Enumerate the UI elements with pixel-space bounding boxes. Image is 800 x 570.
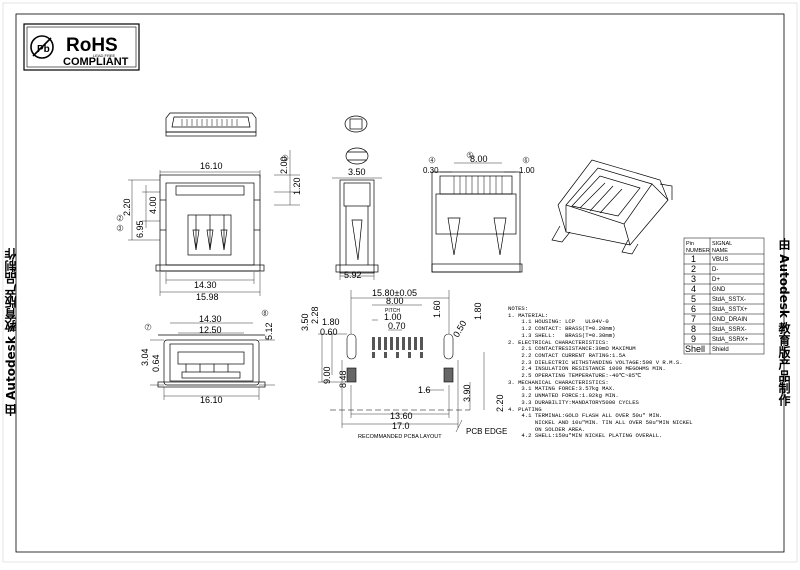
pin-9: 9 — [691, 334, 696, 344]
rohs-title: RoHS — [66, 35, 118, 56]
dim-0-70: 0.70 — [388, 321, 406, 331]
dim-6-95: 6.95 — [135, 220, 145, 238]
dim-12-50: 12.50 — [199, 325, 222, 335]
signal-1: VBUS — [712, 257, 728, 263]
pcb-caption: RECOMMANDED PCBA LAYOUT — [358, 434, 442, 440]
dim-16-10-top: 16.10 — [200, 161, 223, 171]
callout-2: 2 — [119, 216, 122, 222]
dim-1-80-left: 1.80 — [322, 317, 340, 327]
isometric-view — [551, 159, 673, 255]
signal-2: D- — [712, 267, 718, 273]
pin-header-1: Pin — [686, 241, 694, 247]
dim-2-20: 2.20 — [122, 198, 132, 216]
callout-1: 1 — [284, 156, 287, 162]
dim-4-00: 4.00 — [148, 196, 158, 214]
callout-6: 6 — [525, 158, 528, 164]
pin-7: 7 — [691, 314, 696, 324]
pitch-label: PITCH — [385, 308, 400, 314]
signal-8: StdA_SSRX- — [712, 327, 747, 333]
dim-5-12: 5.12 — [264, 322, 274, 340]
signal-4: GND — [712, 287, 726, 293]
dim-5-92: 5.92 — [344, 270, 362, 280]
dim-1-00-pcb: 1.00 — [384, 312, 402, 322]
pcb-layout — [330, 333, 470, 411]
dim-2-00: 2.00 — [279, 156, 289, 174]
outer-frame — [2, 2, 798, 563]
callout-8: 8 — [264, 311, 267, 317]
rohs-sub: LEAD FREE — [93, 53, 116, 58]
pcb-edge-label: PCB EDGE — [466, 427, 507, 436]
dim-0-64: 0.64 — [151, 354, 161, 372]
dim-2-28: 2.28 — [310, 306, 320, 324]
dim-8-00-pcb: 8.00 — [386, 296, 404, 306]
dim-1-80-right: 1.80 — [473, 302, 483, 320]
sig-header-1: SIGNAL — [712, 241, 732, 247]
dim-0-60: 0.60 — [320, 327, 338, 337]
dim-14-30-top: 14.30 — [194, 280, 217, 290]
dim-8-00-top: 8.00 — [470, 154, 488, 164]
pin-1: 1 — [691, 254, 696, 264]
pin-6: 6 — [691, 304, 696, 314]
dim-16-10-low: 16.10 — [200, 395, 223, 405]
callout-5: 5 — [469, 153, 472, 159]
dim-14-30-low: 14.30 — [199, 314, 222, 324]
dim-0-50: 0.50 — [451, 319, 468, 339]
side-view — [335, 179, 379, 274]
signal-9: StdA_SSRX+ — [712, 337, 749, 343]
dim-3-04: 3.04 — [140, 348, 150, 366]
dim-15-80: 15.80±0.05 — [372, 288, 417, 298]
pin-3: 3 — [691, 274, 696, 284]
no-lead-icon — [30, 35, 54, 59]
notes-block: NOTES: 1. MATERIAL: 1.1 HOUSING: LCP UL9… — [508, 305, 693, 440]
signal-shell: Shield — [712, 347, 729, 353]
dim-1-6: 1.6 — [418, 385, 431, 395]
rohs-logo: Pb RoHS LEAD FREE COMPLIANT — [23, 23, 140, 71]
top-view — [165, 112, 257, 137]
rohs-compliant: COMPLIANT — [63, 56, 129, 68]
pin-5: 5 — [691, 294, 696, 304]
pin-2: 2 — [691, 264, 696, 274]
watermark-left: 由 Autodesk 教育版产品制作 — [4, 248, 18, 417]
dim-1-20: 1.20 — [292, 177, 302, 195]
signal-3: D+ — [712, 277, 720, 283]
dim-9-00: 9.00 — [322, 366, 332, 384]
dim-2-20-pcb: 2.20 — [495, 394, 505, 412]
dim-3-50-pcb: 3.50 — [300, 313, 310, 331]
dim-8-48: 8.48 — [338, 370, 348, 388]
signal-6: StdA_SSTX+ — [712, 307, 748, 313]
dim-3-50: 3.50 — [348, 167, 366, 177]
pin-shell: Shell — [685, 344, 705, 354]
sig-header-2: NAME — [712, 248, 728, 254]
dim-1-00-top: 1.00 — [519, 166, 535, 175]
side-view-small — [344, 115, 369, 165]
dim-15-98: 15.98 — [196, 292, 219, 302]
dim-1-60: 1.60 — [432, 300, 442, 318]
callout-7: 7 — [147, 325, 150, 331]
watermark-right: 由 Autodesk 教育版产品制作 — [777, 238, 791, 407]
pin-header-2: NUMBER — [686, 248, 710, 254]
front-view — [155, 174, 265, 272]
pb-mark: Pb — [37, 44, 50, 55]
dim-13-60: 13.60 — [390, 411, 413, 421]
pin-8: 8 — [691, 324, 696, 334]
callout-3: 3 — [119, 226, 122, 232]
front-view-dimlines — [128, 150, 300, 296]
pin-4: 4 — [691, 284, 696, 294]
signal-5: StdA_SSTX- — [712, 297, 746, 303]
bottom-front-view — [157, 334, 266, 388]
rear-view — [431, 171, 523, 273]
dim-3-90: 3.90 — [462, 384, 472, 402]
dim-17-0: 17.0 — [392, 421, 410, 431]
sheet-border — [15, 13, 785, 553]
signal-7: GND_DRAIN — [712, 317, 747, 323]
dim-0-30: 0.30 — [423, 166, 439, 175]
callout-4: 4 — [431, 158, 434, 164]
pin-table — [683, 237, 765, 355]
